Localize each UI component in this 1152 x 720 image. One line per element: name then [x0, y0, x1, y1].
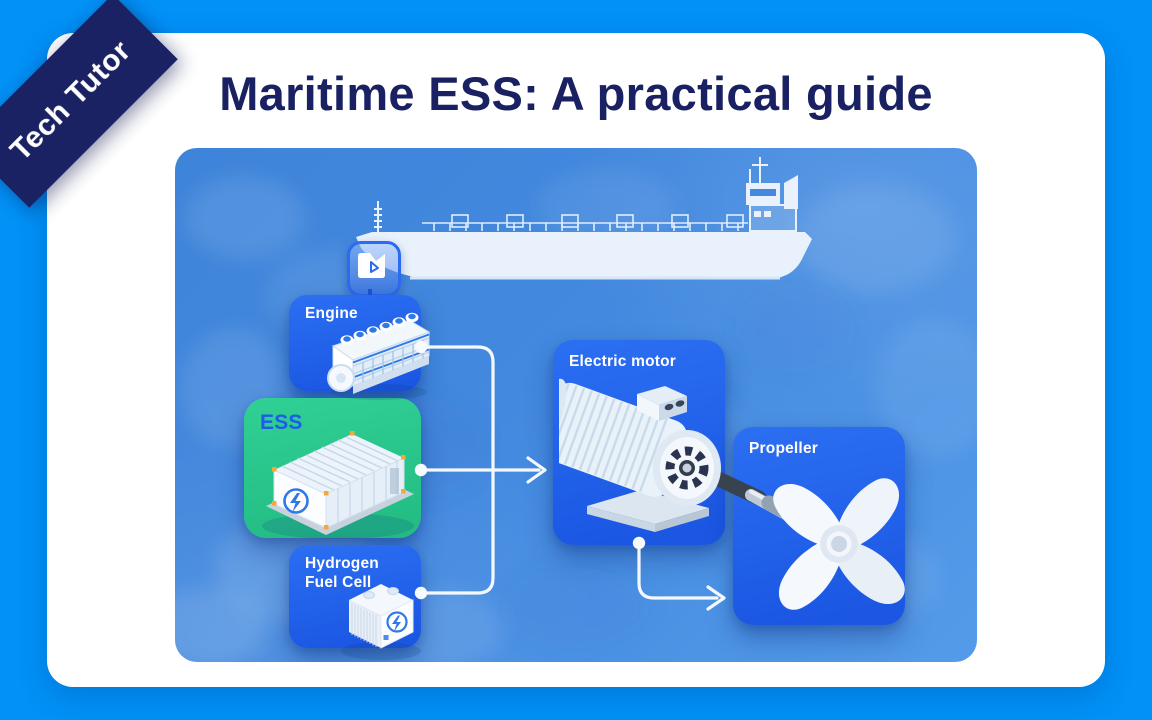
- badge-stem: [368, 289, 372, 298]
- propeller-icon: [773, 478, 905, 610]
- engine-icon: [327, 312, 431, 400]
- propeller-label: Propeller: [749, 440, 818, 457]
- engine-label: Engine: [305, 305, 358, 322]
- diagram-panel: Engine ESS Hydrogen Fuel Cell Electric m…: [175, 148, 977, 662]
- electric-motor-icon: [559, 378, 721, 532]
- motor-label: Electric motor: [569, 353, 677, 370]
- junction-dot-fuel-cell: [414, 586, 428, 600]
- arrowhead-into-propeller: [706, 585, 726, 611]
- fuel-cell-icon: [341, 584, 421, 660]
- click-pointer-icon: [358, 253, 385, 278]
- junction-dot-engine: [414, 340, 428, 354]
- connector-motor-to-propeller: [637, 541, 719, 600]
- flow-connectors: [414, 340, 726, 611]
- arrowhead-into-motor: [526, 456, 547, 484]
- cargo-ship-illustration: [356, 157, 812, 280]
- junction-dot-ess: [414, 463, 428, 477]
- ess-label: ESS: [260, 411, 303, 434]
- ess-container-icon: [262, 431, 414, 539]
- page-title: Maritime ESS: A practical guide: [219, 67, 933, 120]
- fuel-cell-label: Hydrogen Fuel Cell: [305, 555, 379, 591]
- junction-dot-motor: [632, 536, 646, 550]
